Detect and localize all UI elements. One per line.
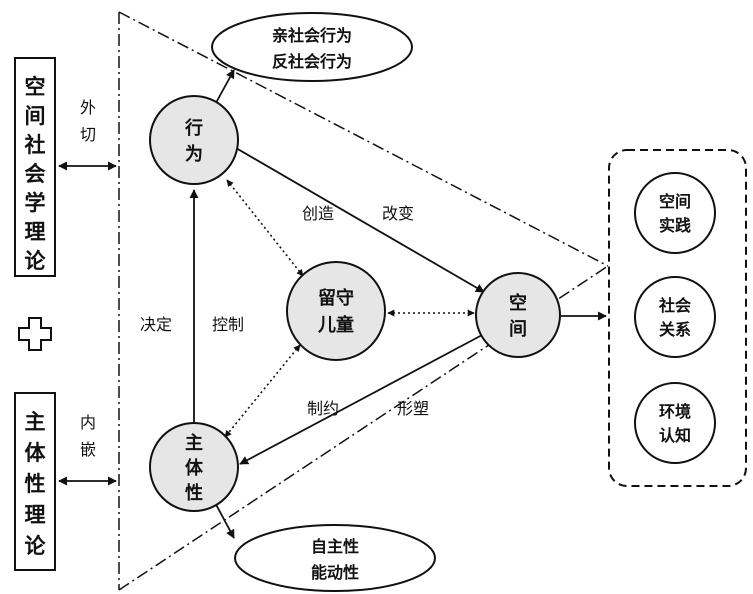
space-dimensions-box: 空间 实践 社会 关系 环境 认知 (608, 149, 747, 487)
subjectivity-theory-char: 理 (25, 503, 46, 527)
space-node-char: 间 (509, 319, 527, 340)
tangent-label-char: 切 (80, 125, 96, 144)
subjectivity-node: 主 体 性 (149, 422, 239, 512)
spatial-theory-char: 学 (25, 191, 46, 215)
spatial-theory-char: 空 (25, 75, 46, 99)
change-label: 改变 (382, 204, 414, 223)
dimension-line: 环境 (659, 402, 691, 421)
subjectivity-theory-char: 体 (25, 441, 47, 465)
constrain-label: 制约 (307, 399, 339, 418)
dimension-line: 关系 (659, 320, 691, 339)
decide-label: 决定 (140, 315, 172, 334)
spatial-sociology-theory-box: 空 间 社 会 学 理 论 (14, 57, 56, 277)
agency-text: 能动性 (311, 563, 359, 582)
spatial-theory-char: 理 (25, 220, 46, 244)
dimension-line: 认知 (659, 426, 691, 445)
antisocial-behavior-text: 反社会行为 (272, 52, 352, 71)
children-node-line: 留守 (318, 287, 354, 309)
dimension-spatial-practice: 空间 实践 (634, 172, 716, 254)
dimension-social-relations: 社会 关系 (634, 276, 716, 358)
spatial-theory-char: 会 (25, 162, 46, 186)
subjectivity-theory-char: 性 (25, 472, 46, 496)
subject-node-char: 主 (185, 432, 203, 454)
children-node-line: 儿童 (317, 314, 354, 336)
behavior-to-space-arrow (235, 147, 485, 293)
dimension-environmental-cognition: 环境 认知 (634, 382, 716, 464)
dimension-line: 社会 (658, 296, 691, 315)
behavior-node-char: 为 (185, 143, 203, 165)
subjectivity-theory-char: 论 (25, 534, 47, 558)
control-label: 控制 (212, 315, 244, 334)
space-node-char: 空 (509, 292, 527, 314)
shape-label: 形塑 (397, 399, 429, 418)
outcome-autonomy-agency: 自主性 能动性 (234, 524, 436, 592)
dimension-line: 空间 (659, 192, 691, 211)
embedded-label-char: 嵌 (80, 440, 96, 459)
autonomy-text: 自主性 (311, 537, 359, 556)
outcome-social-behavior: 亲社会行为 反社会行为 (211, 12, 413, 82)
behavior-children-dotted-arrow (226, 179, 304, 277)
embedded-label-char: 内 (80, 413, 96, 432)
subjectivity-theory-box: 主 体 性 理 论 (14, 392, 56, 571)
tangent-label-char: 外 (80, 98, 96, 117)
spatial-theory-char: 社 (24, 133, 46, 157)
space-to-subject-arrow (239, 333, 485, 465)
spatial-theory-char: 论 (25, 249, 47, 273)
behavior-node: 行 为 (149, 95, 239, 185)
spatial-theory-char: 间 (25, 104, 46, 128)
plus-cross-icon (18, 317, 52, 351)
children-subject-dotted-arrow (224, 344, 301, 438)
behavior-node-char: 行 (184, 117, 203, 139)
subject-node-char: 性 (185, 482, 203, 504)
prosocial-behavior-text: 亲社会行为 (272, 26, 352, 45)
subjectivity-theory-char: 主 (25, 410, 46, 434)
subject-node-char: 体 (185, 457, 204, 479)
create-label: 创造 (302, 204, 334, 223)
left-behind-children-node: 留守 儿童 (286, 261, 386, 361)
space-node: 空 间 (475, 272, 561, 358)
dimension-line: 实践 (659, 216, 691, 235)
